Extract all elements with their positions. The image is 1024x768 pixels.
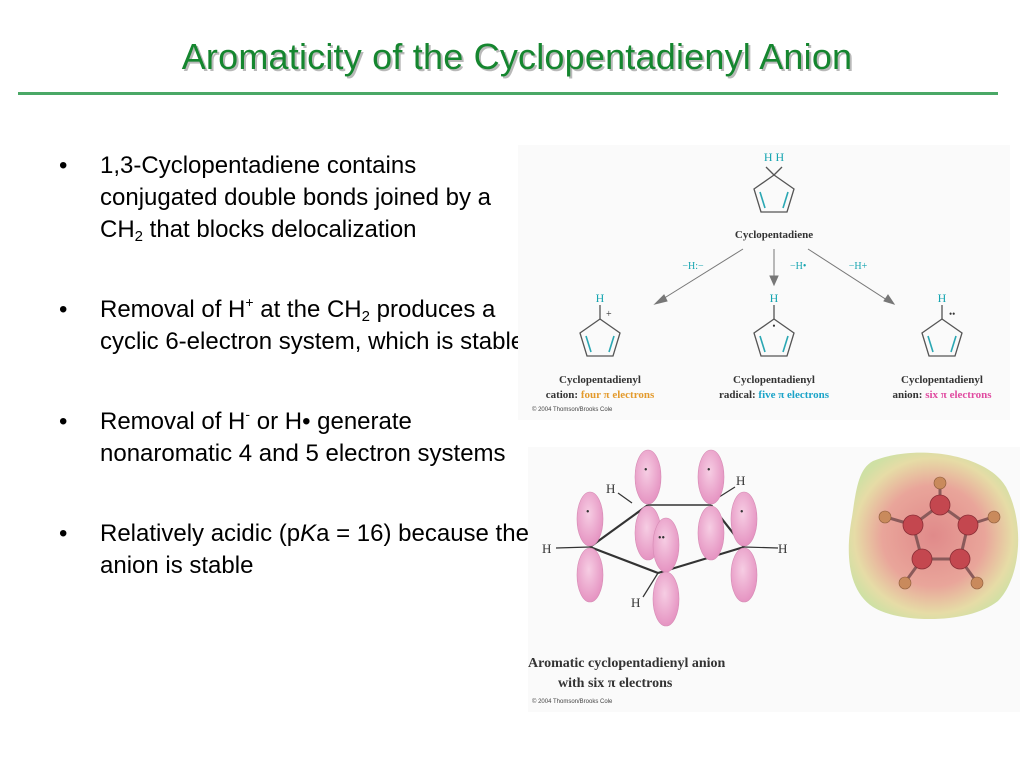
bullet-marker: •	[59, 408, 68, 435]
lobe-dot: •	[586, 507, 590, 518]
arrow-proton-label: −H+	[849, 261, 868, 272]
bottom-figure-copyright: © 2004 Thomson/Brooks Cole	[532, 698, 613, 705]
arrow-hydride-label: −H:−	[682, 261, 704, 272]
lobe-dot: •	[644, 465, 648, 476]
bullet-text: at the CH	[253, 296, 362, 323]
lobe-electron-pair: ••	[658, 533, 665, 544]
bullet-text: Removal of H	[100, 296, 246, 323]
bullet-marker: •	[59, 296, 68, 323]
radical-dot: •	[772, 321, 775, 331]
electrostatic-potential-map	[848, 452, 1019, 620]
subscript: 2	[134, 228, 144, 245]
anion-desc-prefix: anion:	[892, 389, 925, 401]
radical-h-label: H	[770, 291, 779, 305]
bullet-marker: •	[59, 520, 68, 547]
bullet-text: Relatively acidic (p	[100, 520, 301, 547]
bullet-list: • 1,3-Cyclopentadiene contains conjugate…	[55, 150, 535, 630]
bullet-text: produces a cyclic 6-electron system, whi…	[100, 296, 525, 355]
bullet-text: Removal of H	[100, 408, 246, 435]
top-figure-copyright: © 2004 Thomson/Brooks Cole	[532, 406, 613, 413]
bullet-text: that blocks delocalization	[143, 216, 417, 243]
svg-text:anion: six π electrons: anion: six π electrons	[892, 389, 992, 401]
h-label: H	[631, 595, 640, 610]
bullet-marker: •	[59, 152, 68, 179]
radical-name: Cyclopentadienyl	[733, 374, 815, 386]
h-label: H	[736, 473, 745, 488]
anion-h-label: H	[938, 291, 947, 305]
lobe-dot: •	[740, 507, 744, 518]
bullet-item-4: • Relatively acidic (pKa = 16) because t…	[55, 518, 535, 582]
svg-text:radical: five π electrons: radical: five π electrons	[719, 389, 830, 401]
h-label: H	[542, 541, 551, 556]
slide-title: Aromaticity of the Cyclopentadienyl Anio…	[181, 36, 853, 77]
radical-desc-prefix: radical:	[719, 389, 758, 401]
bullet-text: a = 16) because the anion is stable	[100, 520, 529, 579]
superscript: +	[245, 294, 254, 310]
ch2-hydrogens-label: H H	[764, 150, 785, 164]
title-divider	[18, 92, 998, 95]
arrow-radical-label: −H•	[790, 261, 806, 272]
anion-name: Cyclopentadienyl	[901, 374, 983, 386]
cyclopentadiene-ring	[753, 166, 795, 213]
cyclopentadiene-scheme-figure: H H Cyclopentadiene −H:− −H• −H+ H	[518, 145, 1010, 420]
h-label: H	[606, 481, 615, 496]
bullet-text: 1,3-Cyclopentadiene contains conjugated …	[100, 152, 491, 243]
bullet-text: or H• generate nonaromatic 4 and 5 elect…	[100, 408, 506, 467]
anion-electron-count: six π electrons	[925, 389, 992, 401]
cation-charge: +	[606, 309, 612, 320]
figure-caption-line2: with six π electrons	[558, 676, 673, 691]
lobe-dot: •	[707, 465, 711, 476]
figure-caption-line1: Aromatic cyclopentadienyl anion	[528, 656, 726, 671]
italic-text: K	[300, 520, 317, 547]
bullet-item-3: • Removal of H- or H• generate nonaromat…	[55, 406, 535, 470]
bullet-item-1: • 1,3-Cyclopentadiene contains conjugate…	[55, 150, 535, 246]
subscript: 2	[361, 308, 370, 325]
bullet-item-2: • Removal of H+ at the CH2 produces a cy…	[55, 294, 535, 358]
radical-electron-count: five π electrons	[758, 389, 829, 401]
cyclopentadiene-name: Cyclopentadiene	[735, 229, 813, 241]
cation-name: Cyclopentadienyl	[559, 374, 641, 386]
cation-h-label: H	[596, 291, 605, 305]
cation-electron-count: four π electrons	[581, 389, 655, 401]
svg-text:cation: four π electrons: cation: four π electrons	[546, 389, 655, 401]
h-label: H	[778, 541, 787, 556]
superscript: -	[245, 406, 251, 422]
orbital-diagram-figure: • • • • •• H H H H H	[528, 447, 1020, 712]
anion-electron-pair: ••	[949, 309, 955, 319]
p-orbital-lobes	[576, 449, 758, 627]
cation-desc-prefix: cation:	[546, 389, 581, 401]
